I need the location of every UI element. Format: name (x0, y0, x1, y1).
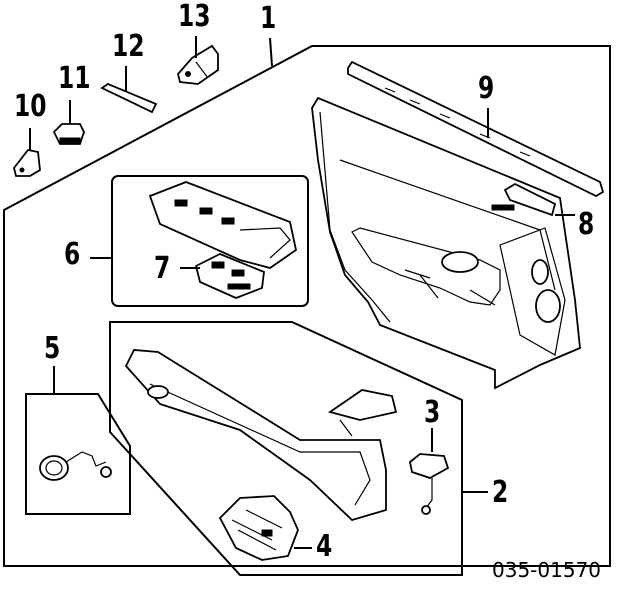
leader-1 (269, 37, 273, 67)
switch-bezel (148, 181, 298, 269)
callout-11: 11 (58, 61, 91, 96)
speaker-grille (39, 451, 112, 481)
armrest-trim (124, 349, 398, 522)
bezel-4 (218, 495, 299, 561)
callout-7: 7 (154, 251, 171, 286)
callout-8: 8 (578, 207, 595, 242)
diagram-reference-code: 035-01570 (492, 558, 602, 582)
callout-1: 1 (260, 1, 277, 36)
pull-handle-cover (491, 182, 557, 217)
callout-2: 2 (492, 475, 509, 510)
door-trim-panel (311, 96, 581, 390)
door-handle-3 (409, 453, 450, 515)
callout-12: 12 (112, 29, 145, 64)
callout-4: 4 (316, 529, 333, 564)
power-window-switch (194, 253, 265, 299)
callout-9: 9 (478, 71, 495, 106)
callout-3: 3 (424, 395, 441, 430)
bracket-13 (177, 44, 219, 85)
armrest-box (109, 321, 463, 576)
clip-10 (13, 149, 41, 177)
assembly-outline (3, 45, 611, 567)
callout-6: 6 (64, 237, 81, 272)
trim-strip-12 (100, 82, 158, 114)
callout-10: 10 (14, 89, 47, 124)
grommet-11 (52, 123, 85, 145)
speaker-box (25, 393, 131, 515)
switch-assembly-box (111, 175, 309, 307)
callout-5: 5 (44, 331, 61, 366)
callout-13: 13 (178, 0, 211, 34)
